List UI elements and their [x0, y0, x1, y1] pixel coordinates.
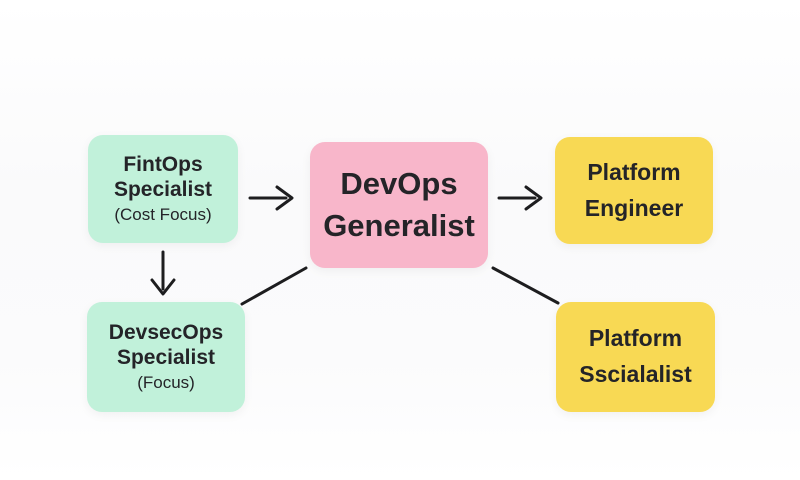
node-sublabel: (Cost Focus) [114, 205, 212, 225]
line-devops-to-platform-specialist [491, 266, 560, 305]
line-devsecops-to-devops [240, 266, 308, 306]
node-sublabel: (Focus) [137, 373, 195, 393]
node-devsecops-specialist: DevsecOps Specialist (Focus) [87, 302, 245, 412]
node-label-line: Platform [588, 325, 683, 352]
node-label-line: FintOps [123, 152, 203, 176]
node-platform-engineer: Platform Engineer [555, 137, 713, 244]
arrow-finops-to-devops-head [275, 185, 294, 211]
node-finops-specialist: FintOps Specialist (Cost Focus) [88, 135, 238, 243]
node-label-line: Specialist [113, 178, 213, 202]
node-devops-generalist: DevOps Generalist [310, 142, 488, 268]
node-label-line: Specialist [116, 346, 216, 370]
arrow-devops-to-platform-engineer-head [524, 185, 543, 211]
node-label-line: Platform [587, 158, 681, 185]
node-label-line: DevsecOps [108, 320, 224, 344]
node-label-line: Sscialalist [579, 361, 692, 387]
node-label-line: Generalist [323, 208, 475, 243]
node-label-line: DevOps [340, 166, 458, 202]
node-platform-specialist: Platform Sscialalist [556, 302, 715, 412]
node-label-line: Engineer [584, 194, 684, 221]
arrow-finops-to-devsecops-head [150, 278, 176, 296]
